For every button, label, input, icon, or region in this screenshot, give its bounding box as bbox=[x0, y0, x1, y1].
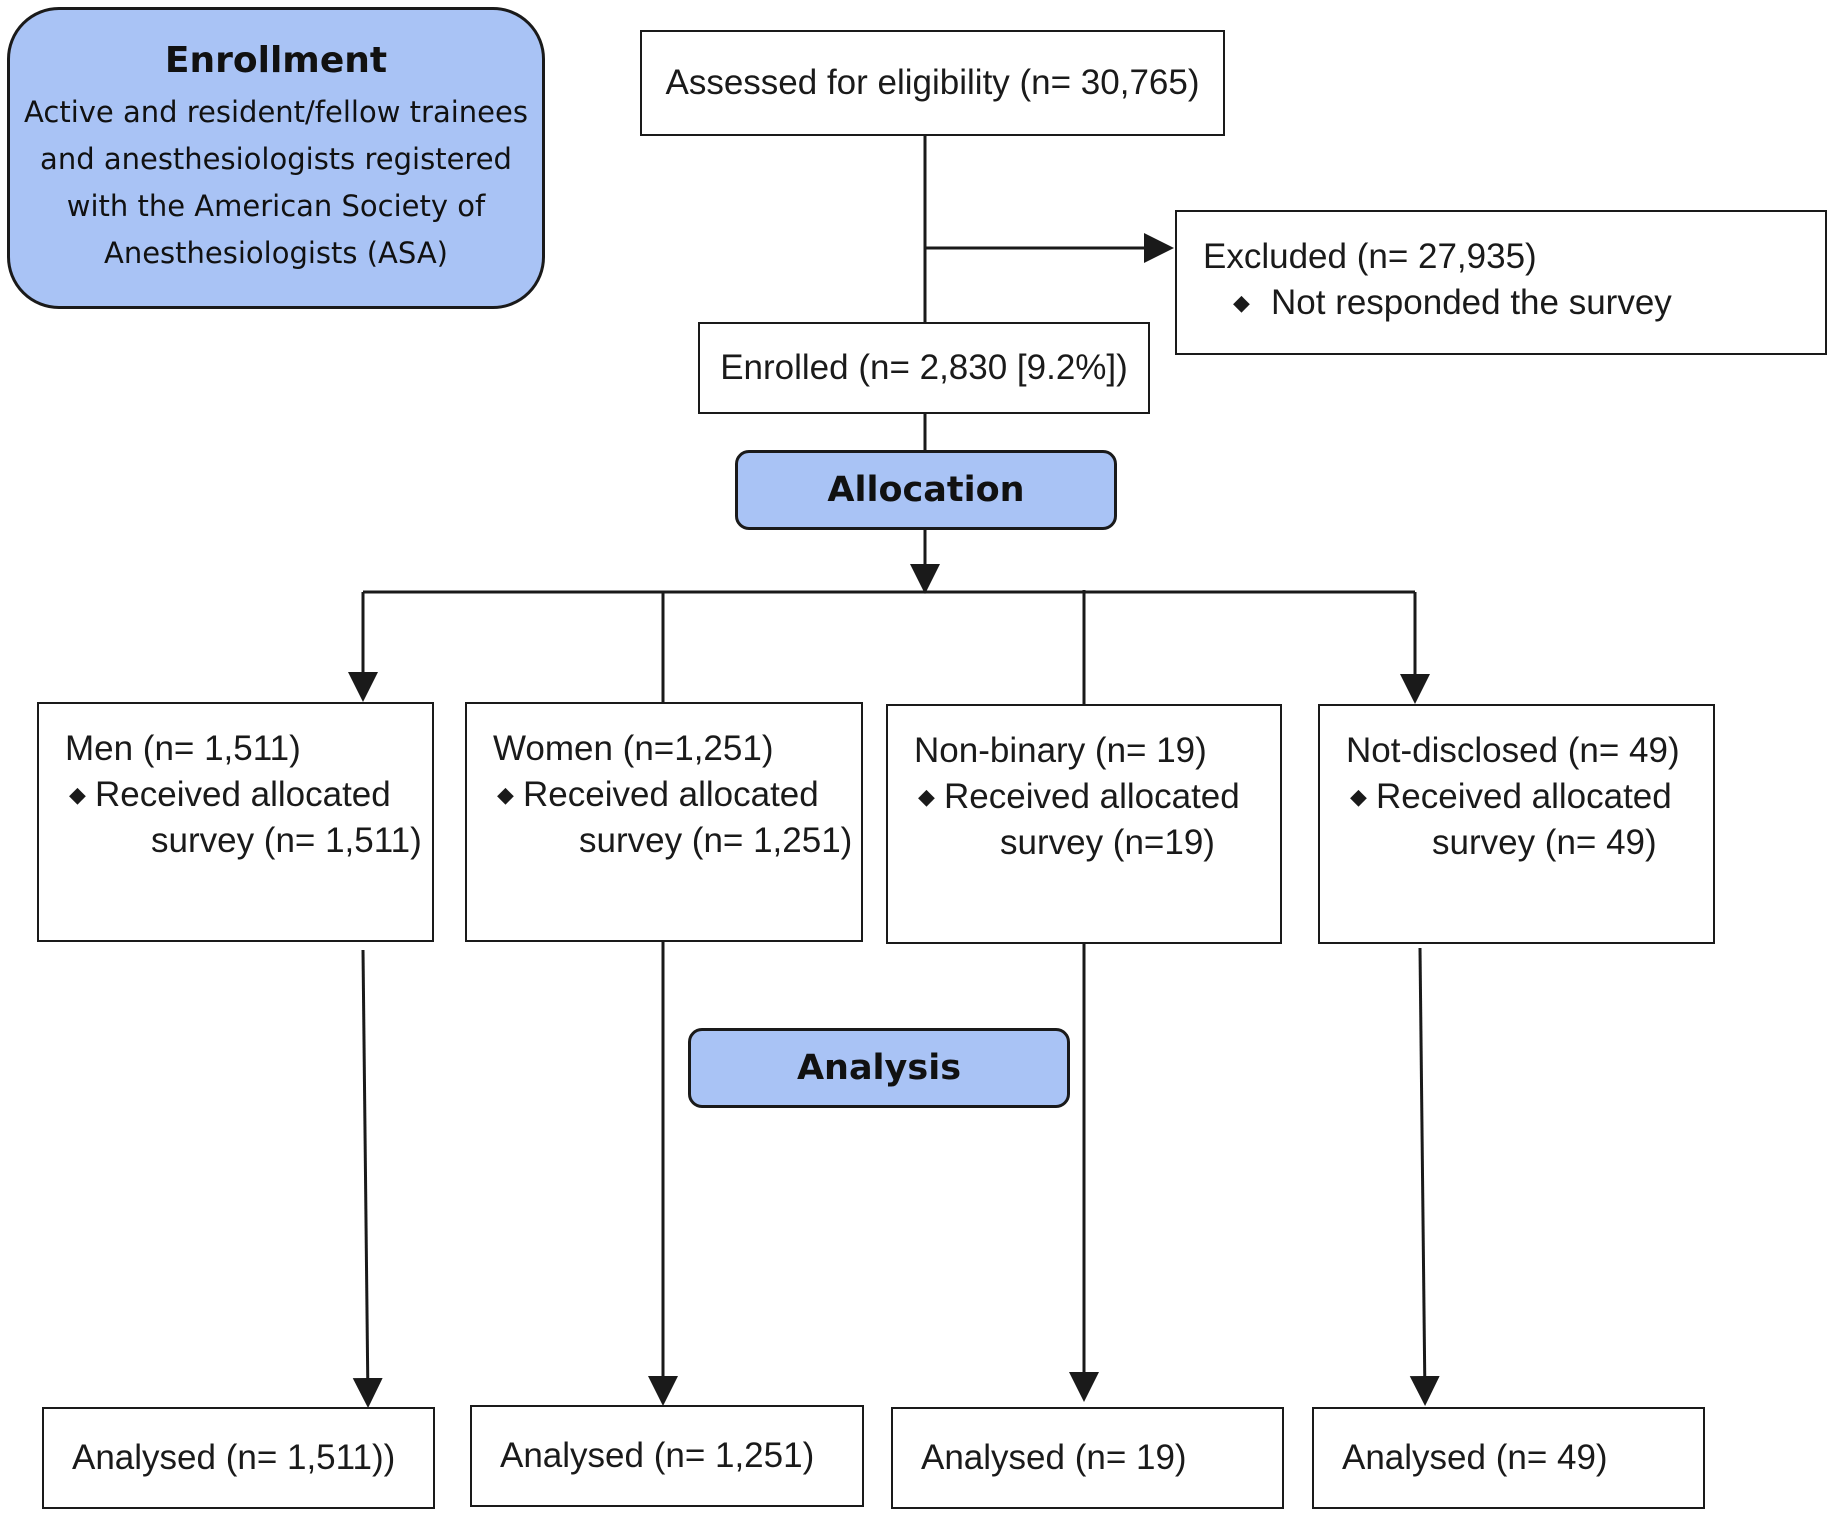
diamond-bullet-icon: ◆ bbox=[1233, 290, 1250, 315]
enrollment-line: Anesthesiologists (ASA) bbox=[104, 236, 448, 270]
arrow-notdisclosed-to-analysed bbox=[1409, 947, 1440, 1406]
enrollment-line: Active and resident/fellow trainees bbox=[24, 95, 528, 129]
enrollment-phase-box: Enrollment Active and resident/fellow tr… bbox=[7, 7, 545, 309]
group-bullet: ◆ Received allocated bbox=[914, 774, 1280, 820]
enrolled-box: Enrolled (n= 2,830 [9.2%]) bbox=[698, 322, 1150, 414]
diamond-bullet-icon: ◆ bbox=[497, 782, 514, 807]
group-bullet-label: Received allocated bbox=[944, 777, 1240, 816]
group-title: Non-binary (n= 19) bbox=[914, 731, 1207, 770]
analysed-box-men: Analysed (n= 1,511)) bbox=[42, 1407, 435, 1509]
group-bullet: ◆ Received allocated bbox=[1346, 774, 1713, 820]
enrollment-title: Enrollment bbox=[164, 40, 388, 81]
group-bullet: ◆ Received allocated bbox=[493, 772, 861, 818]
assessed-label: Assessed for eligibility (n= 30,765) bbox=[665, 63, 1200, 102]
group-bullet-label: Received allocated bbox=[95, 775, 391, 814]
arrow-men-to-analysed bbox=[352, 949, 383, 1408]
group-box-women: Women (n=1,251) ◆ Received allocated sur… bbox=[465, 702, 863, 942]
analysis-phase-box: Analysis bbox=[688, 1028, 1070, 1108]
group-title: Women (n=1,251) bbox=[493, 729, 774, 768]
analysed-label: Analysed (n= 49) bbox=[1342, 1438, 1608, 1477]
enrollment-description: Active and resident/fellow trainees and … bbox=[24, 89, 528, 277]
diamond-bullet-icon: ◆ bbox=[69, 782, 86, 807]
diamond-bullet-icon: ◆ bbox=[1350, 784, 1367, 809]
group-title: Not-disclosed (n= 49) bbox=[1346, 731, 1680, 770]
group-box-notdisclosed: Not-disclosed (n= 49) ◆ Received allocat… bbox=[1318, 704, 1715, 944]
diamond-bullet-icon: ◆ bbox=[918, 784, 935, 809]
analysed-label: Analysed (n= 1,251) bbox=[500, 1436, 815, 1475]
excluded-reason: ◆ Not responded the survey bbox=[1203, 280, 1825, 326]
group-title: Men (n= 1,511) bbox=[65, 729, 301, 768]
enrollment-line: with the American Society of bbox=[66, 189, 486, 223]
group-bullet-continuation: survey (n= 1,511) bbox=[151, 821, 422, 860]
analysed-box-notdisclosed: Analysed (n= 49) bbox=[1312, 1407, 1705, 1509]
group-bullet-label: Received allocated bbox=[523, 775, 819, 814]
group-box-men: Men (n= 1,511) ◆ Received allocated surv… bbox=[37, 702, 434, 942]
analysis-label: Analysis bbox=[796, 1048, 962, 1088]
group-bullet-continuation: survey (n=19) bbox=[1000, 823, 1215, 862]
group-box-nonbinary: Non-binary (n= 19) ◆ Received allocated … bbox=[886, 704, 1282, 944]
excluded-title: Excluded (n= 27,935) bbox=[1203, 237, 1537, 276]
analysed-box-women: Analysed (n= 1,251) bbox=[470, 1405, 864, 1507]
assessed-box: Assessed for eligibility (n= 30,765) bbox=[640, 30, 1225, 136]
analysed-label: Analysed (n= 19) bbox=[921, 1438, 1187, 1477]
excluded-reason-label: Not responded the survey bbox=[1271, 283, 1672, 322]
enrolled-label: Enrolled (n= 2,830 [9.2%]) bbox=[720, 348, 1128, 387]
analysed-label: Analysed (n= 1,511)) bbox=[72, 1438, 396, 1477]
allocation-label: Allocation bbox=[827, 470, 1025, 510]
group-bullet-continuation: survey (n= 1,251) bbox=[579, 821, 853, 860]
group-bullet: ◆ Received allocated bbox=[65, 772, 432, 818]
group-bullet-continuation: survey (n= 49) bbox=[1432, 823, 1657, 862]
excluded-box: Excluded (n= 27,935) ◆ Not responded the… bbox=[1175, 210, 1827, 355]
analysed-box-nonbinary: Analysed (n= 19) bbox=[891, 1407, 1284, 1509]
enrollment-line: and anesthesiologists registered bbox=[40, 142, 512, 176]
allocation-phase-box: Allocation bbox=[735, 450, 1117, 530]
group-bullet-label: Received allocated bbox=[1376, 777, 1672, 816]
